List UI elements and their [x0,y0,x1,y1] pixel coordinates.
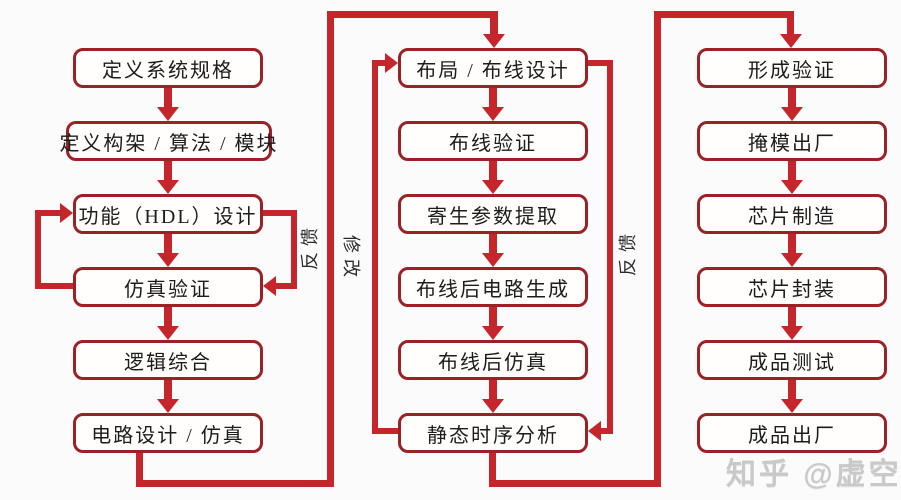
edge-label-feedback-right: 反馈 [618,228,638,276]
node-simulation-verification: 仿真验证 [73,267,263,307]
node-circuit-design-sim: 电路设计 / 仿真 [73,413,263,453]
arrowhead-right-icon [60,203,73,223]
connector-segment [489,450,496,487]
connector-segment [291,210,297,289]
edge-label-modify: 修改 [341,235,361,283]
zhihu-watermark: 知乎 @虚空 [726,458,901,491]
node-post-route-circuit-gen: 布线后电路生成 [398,267,588,307]
flow-arrow-down-icon [157,161,179,194]
flow-arrow-down-icon [781,234,803,267]
node-layout-routing-design: 布局 / 布线设计 [398,48,588,88]
flow-arrow-down-icon [482,380,504,413]
flow-arrow-down-icon [781,307,803,340]
arrowhead-down-icon [780,34,802,48]
flow-arrow-down-icon [482,234,504,267]
connector-segment [372,60,388,66]
node-logic-synthesis: 逻辑综合 [73,340,263,380]
connector-segment [263,210,297,216]
flow-arrow-down-icon [781,380,803,413]
connector-segment [372,428,398,434]
arrowhead-right-icon [385,53,398,73]
connector-segment [136,450,143,487]
flow-arrow-down-icon [781,161,803,194]
connector-segment [654,11,794,18]
connector-segment [489,480,661,487]
node-static-timing-analysis: 静态时序分析 [398,413,588,453]
node-chip-packaging: 芯片封装 [697,267,887,307]
flow-arrow-down-icon [157,380,179,413]
connector-segment [372,60,378,434]
flow-arrow-down-icon [482,161,504,194]
arrowhead-left-icon [263,276,276,296]
connector-segment [787,11,794,37]
node-routing-verification: 布线验证 [398,121,588,161]
connector-segment [490,11,498,37]
arrowhead-left-icon [588,421,601,441]
edge-label-feedback-left: 反馈 [300,222,320,270]
connector-segment [327,11,497,18]
node-mask-tapeout: 掩模出厂 [697,121,887,161]
flow-arrow-down-icon [157,307,179,340]
node-parasitic-extraction: 寄生参数提取 [398,194,588,234]
node-define-system-spec: 定义系统规格 [73,48,263,88]
connector-segment [588,60,613,66]
connector-segment [35,210,41,289]
node-post-route-simulation: 布线后仿真 [398,340,588,380]
connector-segment [601,428,613,434]
connector-segment [35,210,62,216]
connector-segment [136,480,334,487]
node-hdl-design: 功能（HDL）设计 [73,194,263,234]
connector-segment [327,11,334,487]
connector-segment [654,11,661,487]
flow-arrow-down-icon [781,88,803,121]
flow-arrow-down-icon [157,234,179,267]
node-formal-verification: 形成验证 [697,48,887,88]
connector-segment [607,60,613,434]
flow-arrow-down-icon [482,307,504,340]
connector-segment [276,283,297,289]
node-define-architecture: 定义构架 / 算法 / 模块 [59,121,277,161]
node-chip-fabrication: 芯片制造 [697,194,887,234]
node-product-shipping: 成品出厂 [697,413,887,453]
flow-arrow-down-icon [157,88,179,121]
flow-arrow-down-icon [482,88,504,121]
connector-segment [35,283,73,289]
node-product-testing: 成品测试 [697,340,887,380]
arrowhead-down-icon [483,34,505,48]
